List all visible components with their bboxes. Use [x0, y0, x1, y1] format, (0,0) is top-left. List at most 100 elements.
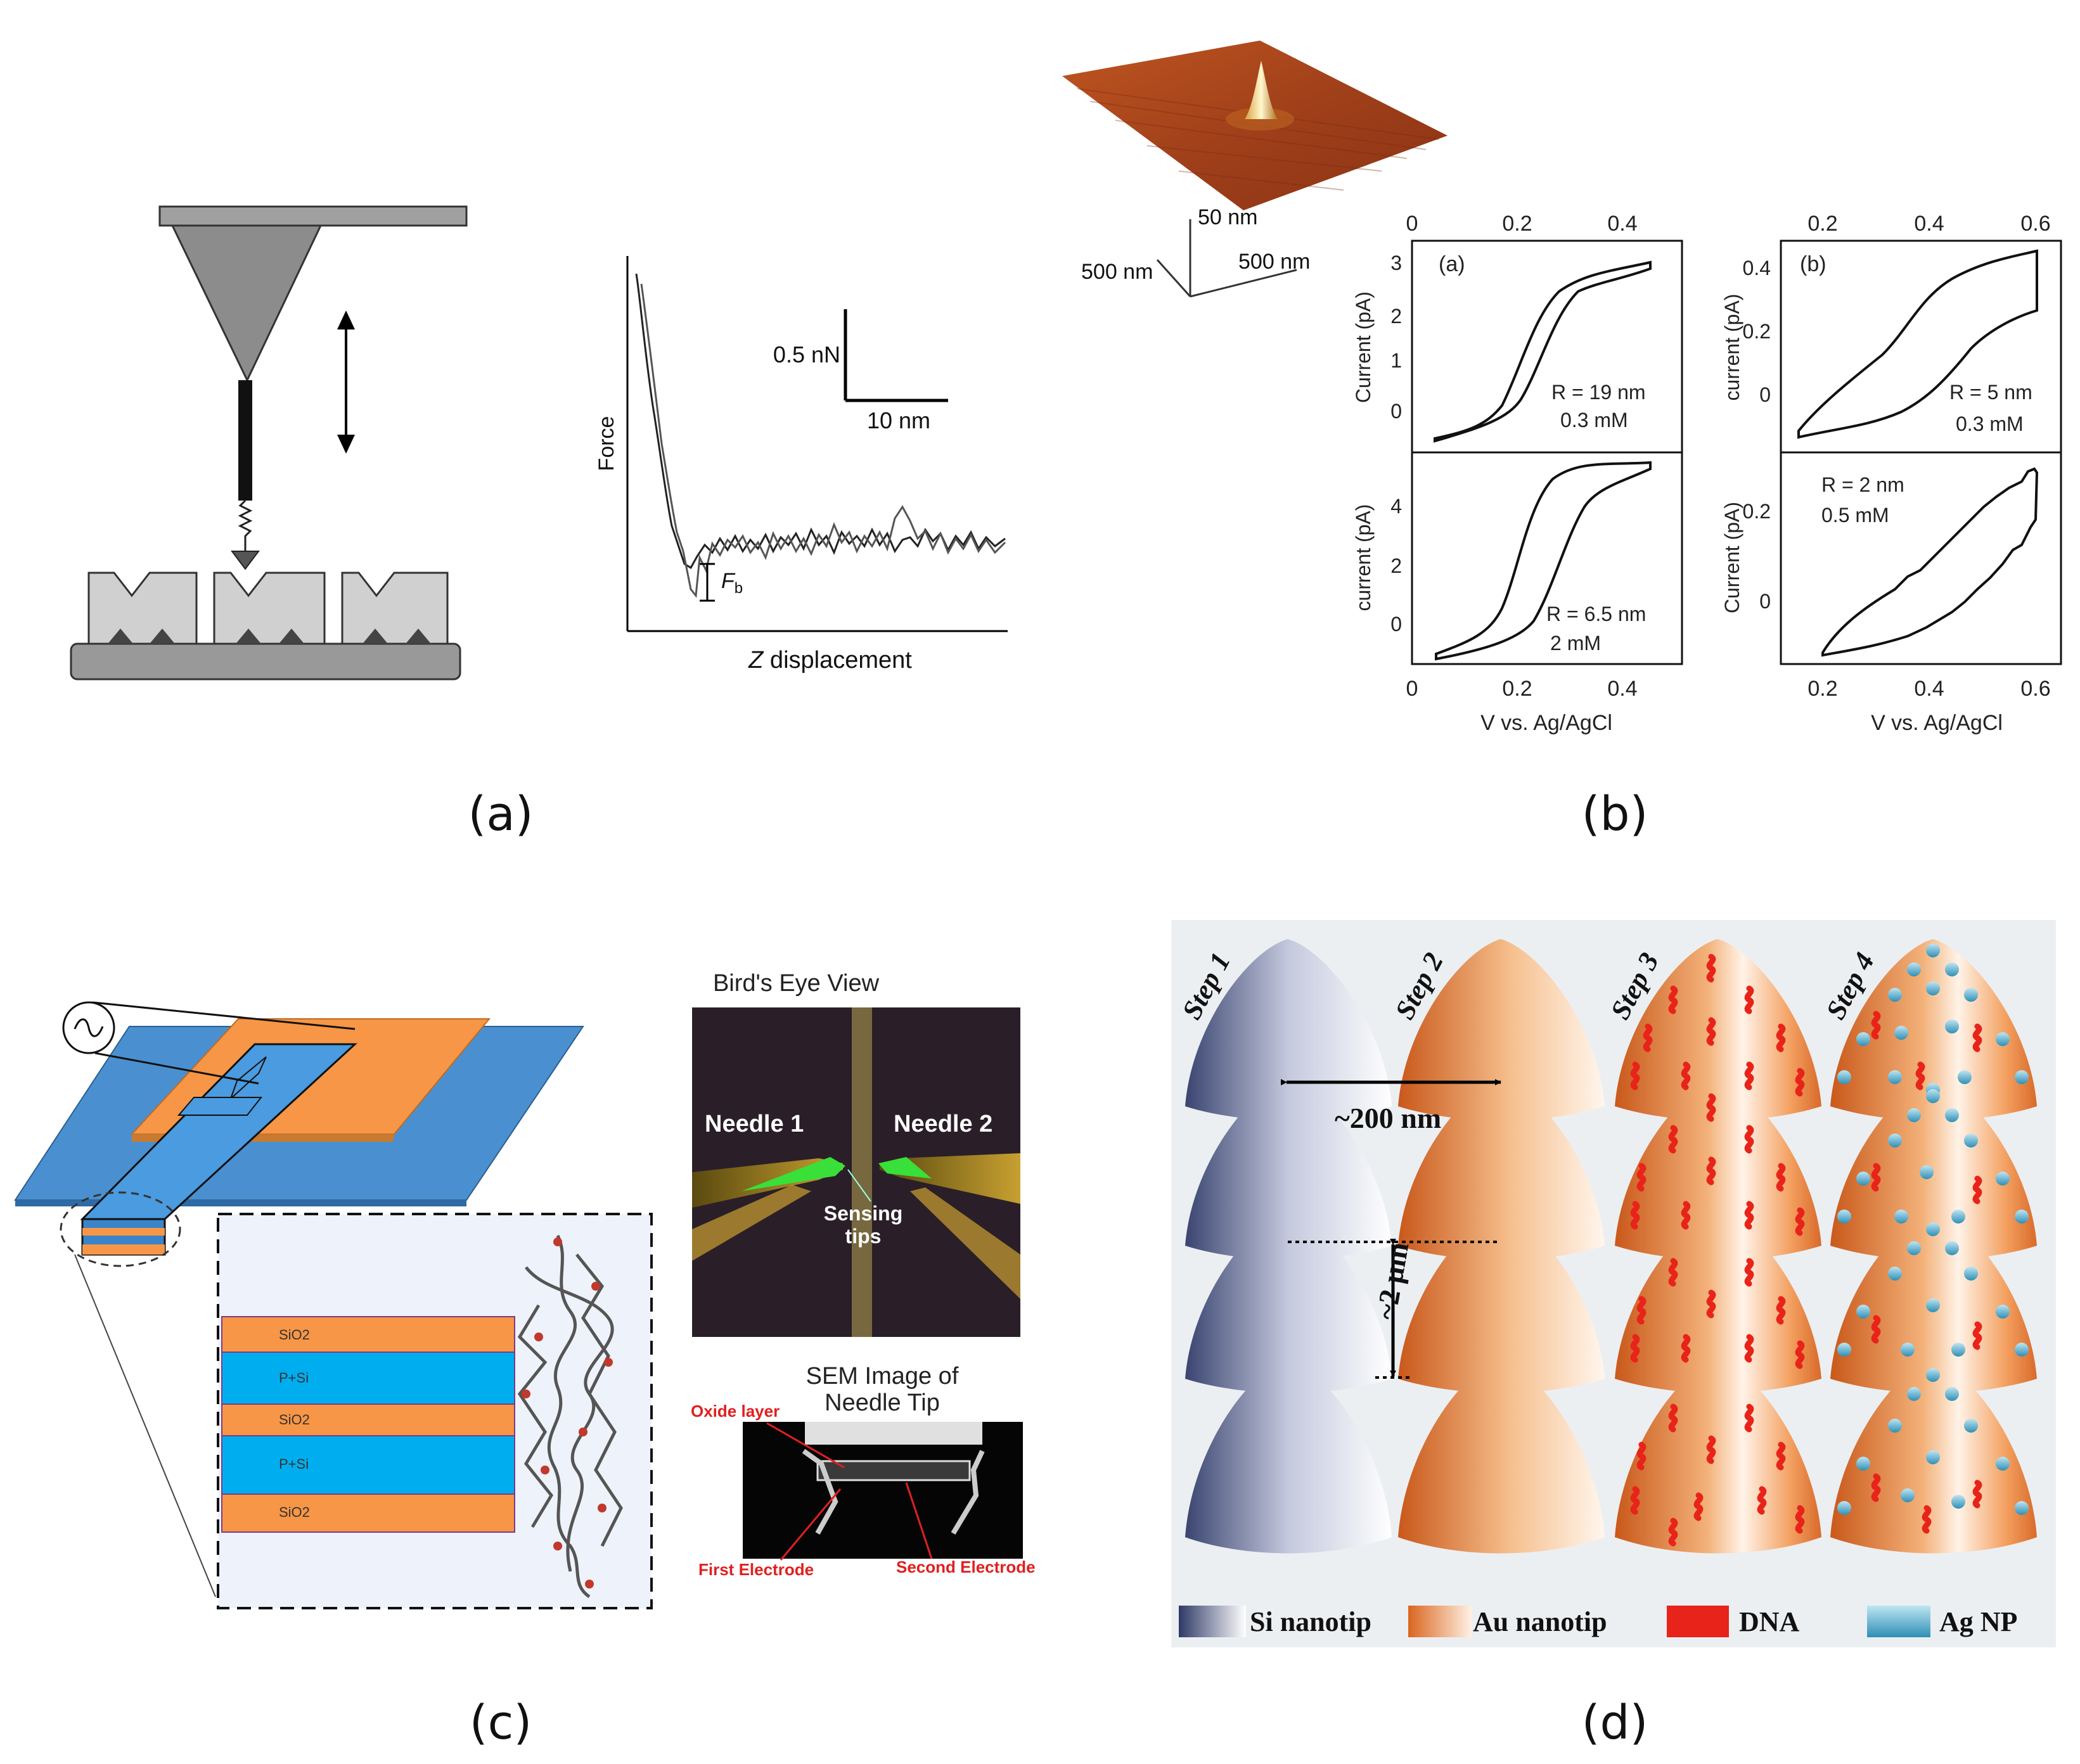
layer-label: SiO2 [279, 1412, 310, 1428]
retract-trace [640, 283, 1006, 598]
legend-swatch-si [1179, 1606, 1246, 1637]
ligand-triangle [279, 629, 304, 644]
cv-left-top-tick: 0.2 [1502, 212, 1532, 236]
panel-label-b: (b) [1582, 787, 1648, 841]
cv-right-lower-curve [1821, 467, 2039, 657]
cv-left-bottom-tick: 0.4 [1607, 677, 1637, 701]
molecule-branch [575, 1253, 623, 1547]
receptor-blocks [87, 572, 449, 645]
cantilever-bar [158, 205, 468, 227]
first-electrode-pointer [780, 1488, 842, 1561]
y-scale-axis [1156, 259, 1191, 298]
dna-strand [1972, 1023, 1982, 1052]
dna-strand [1915, 1061, 1925, 1090]
dna-strand [1706, 1289, 1716, 1319]
probe-shaft [238, 380, 252, 501]
legend-label-si: Si nanotip [1250, 1606, 1371, 1637]
distance-scale-label: 10 nm [867, 407, 930, 433]
layer-sio2 [221, 1403, 515, 1436]
displacement-word: displacement [763, 647, 912, 674]
dna-strand [1744, 1334, 1754, 1363]
ag-nanoparticle [1951, 1495, 1965, 1509]
ag-nanoparticle [1964, 1134, 1978, 1147]
dna-strand [1972, 1321, 1982, 1350]
cv-right-lower-ytick: 0 [1759, 590, 1771, 613]
sensing-tips-label-line2: tips [845, 1225, 882, 1248]
layer-label: P+Si [279, 1370, 309, 1386]
cv-left-upper-ytick: 0 [1390, 400, 1402, 423]
step4-agnp-cones [1830, 939, 2037, 1554]
ag-nanoparticle [1945, 1019, 1959, 1033]
dna-strand [1706, 1093, 1716, 1122]
dna-strand [1636, 1163, 1647, 1192]
cv-left-lower-ytick: 2 [1390, 554, 1402, 577]
cv-left-upper-conc: 0.3 mM [1560, 409, 1628, 431]
stack-layer-orange [82, 1228, 165, 1236]
ag-nanoparticle [1907, 1387, 1921, 1401]
sensing-tip-green-left [741, 1157, 845, 1191]
panel-a: Force Z displacement 0.5 nN 10 nm Fb (a) [70, 205, 1008, 841]
x-scale-axis [1190, 269, 1297, 298]
dna-strand [1871, 1011, 1881, 1040]
sem-left-leg [802, 1448, 838, 1535]
dna-strand [1636, 1441, 1647, 1471]
second-electrode-pointer [905, 1482, 933, 1559]
oxygen-atom [604, 1358, 613, 1367]
dna-strand [1668, 985, 1678, 1014]
cv-left-inset-label: (a) [1439, 252, 1465, 276]
legend-label-au: Au nanotip [1473, 1606, 1607, 1637]
upper-step-block [177, 1097, 263, 1116]
dna-strand [1630, 1201, 1640, 1230]
si-nanotip [1185, 1211, 1392, 1393]
layer-label: P+Si [279, 1456, 309, 1472]
dna-strand [1668, 1403, 1678, 1433]
legend-label-agnp: Ag NP [1939, 1606, 2017, 1637]
panel-label-d: (d) [1582, 1696, 1648, 1750]
approach-trace [635, 273, 1006, 570]
ag-nanoparticle [1996, 1172, 2010, 1186]
dna-strand [1871, 1315, 1881, 1344]
cv-right-lower-radius: R = 2 nm [1821, 473, 1904, 496]
afm-probe-cone [170, 224, 323, 383]
cv-right-bottom-tick: 0.4 [1914, 677, 1944, 701]
panel-b: 50 nm 500 nm 500 nm 0 0.2 0.4 0 0.2 0.4 … [1062, 41, 2062, 841]
au-nanotip [1398, 1360, 1605, 1554]
oxide-pointer [766, 1422, 845, 1469]
dna-strand [1681, 1201, 1691, 1230]
au-nanotip [1398, 939, 1605, 1121]
zoom-line-top [74, 1254, 216, 1597]
dna-strand [1795, 1340, 1805, 1369]
layer-sio2 [221, 1493, 515, 1533]
molecule-branch [517, 1304, 554, 1528]
ligand-triangle [108, 629, 133, 644]
cv-right-bottom-tick: 0.2 [1807, 677, 1837, 701]
dna-strand [1643, 1023, 1653, 1052]
ag-nanoparticle [2015, 1210, 2029, 1224]
displacement-axis-label: Z displacement [748, 647, 912, 674]
au-nanotip [1398, 1078, 1605, 1260]
legend-swatch-au [1408, 1606, 1472, 1637]
dna-strand [1871, 1163, 1881, 1192]
ag-nanoparticle [1856, 1032, 1870, 1046]
ag-nanoparticle [1856, 1172, 1870, 1186]
fb-subscript: b [735, 580, 743, 597]
dna-strand [1668, 1258, 1678, 1287]
dna-strand [1744, 1403, 1754, 1433]
vertical-trace [852, 1007, 872, 1337]
cv-right-upper-ytick: 0.2 [1743, 320, 1771, 343]
au-nanotip [1398, 1211, 1605, 1393]
dna-strand [1744, 985, 1754, 1014]
ag-nanoparticle [1958, 1070, 1972, 1084]
stack-layer-orange [82, 1244, 165, 1255]
oxygen-atom [591, 1282, 600, 1291]
fb-label: Fb [721, 569, 743, 597]
si-nanotip [1185, 1360, 1392, 1554]
cv-right-top-tick: 0.2 [1807, 212, 1837, 236]
ag-nanoparticle [1907, 1108, 1921, 1122]
cv-left-top-tick: 0 [1406, 212, 1418, 236]
au-nanotip-dna [1615, 939, 1821, 1121]
cv-left-column: 0 0.2 0.4 0 0.2 0.4 V vs. Ag/AgCl (a) Cu… [1352, 212, 1683, 735]
x-scale-label: 500 nm [1238, 250, 1310, 274]
cv-left-upper-curve [1434, 260, 1652, 443]
